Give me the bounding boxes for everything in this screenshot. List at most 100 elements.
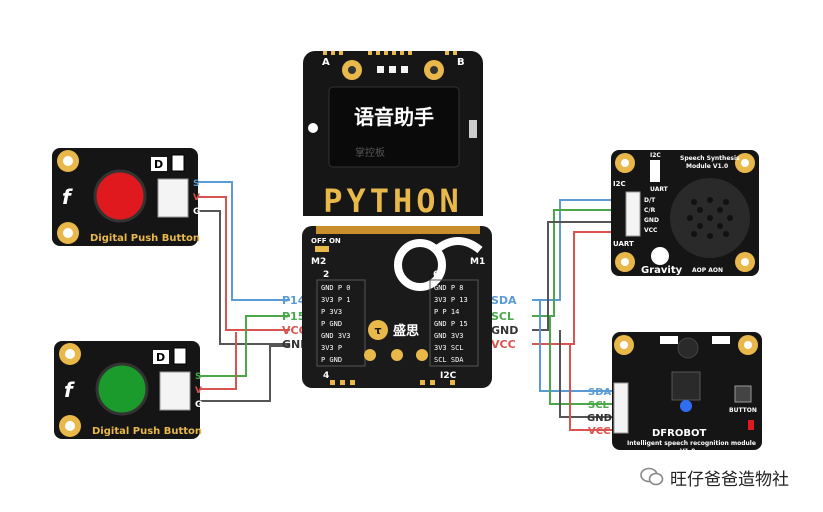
wire-top-signal bbox=[196, 181, 290, 301]
recognition-line-2: V1.0 bbox=[680, 448, 695, 455]
svg-text:P GND: P GND bbox=[321, 320, 342, 328]
recognition-chip bbox=[671, 371, 701, 401]
speaker-grille bbox=[687, 197, 733, 239]
svg-text:GND P 15: GND P 15 bbox=[434, 320, 468, 328]
svg-text:P P 14: P P 14 bbox=[434, 308, 459, 316]
push-button-top[interactable] bbox=[93, 169, 147, 223]
svg-text:GND 3V3: GND 3V3 bbox=[434, 332, 464, 340]
svg-text:P 3V3: P 3V3 bbox=[321, 308, 342, 316]
label-gnd-r: GND bbox=[491, 324, 518, 337]
svg-text:3V3 P 1: 3V3 P 1 bbox=[321, 296, 351, 304]
recognition-line-1: Intelligent speech recognition module bbox=[627, 440, 756, 447]
wechat-icon bbox=[640, 467, 664, 486]
recog-pin-scl: SCL bbox=[588, 400, 610, 411]
controller-board: A B 语音助手 掌控板 PYTHON bbox=[303, 51, 483, 220]
uart-tag: UART bbox=[613, 240, 634, 248]
wire-scl-2 bbox=[549, 316, 612, 405]
top-pin-row bbox=[323, 51, 457, 55]
uart-small: UART bbox=[650, 186, 669, 193]
speech-connector bbox=[625, 191, 641, 237]
button-a-label: A bbox=[322, 57, 330, 68]
speech-recognition-module: BUTTON DFROBOT Intelligent speech recogn… bbox=[587, 332, 762, 455]
recog-pin-sda: SDA bbox=[588, 387, 612, 398]
speech-pin-gnd: GND bbox=[644, 217, 659, 224]
svg-text:3V3 SCL: 3V3 SCL bbox=[434, 344, 464, 352]
expansion-board: OFF ON M2 M1 GND P 0 3V3 P 1 P 3V3 P GND… bbox=[302, 226, 492, 388]
button-text: BUTTON bbox=[729, 407, 757, 414]
wire-vcc bbox=[532, 231, 628, 345]
port-top-right: 6 bbox=[433, 270, 439, 280]
speech-title-1: Speech Synthesis bbox=[680, 155, 740, 162]
wire-top-gnd bbox=[196, 210, 290, 345]
left-wires bbox=[196, 181, 290, 402]
m1-label: M1 bbox=[470, 257, 485, 267]
mic-chip bbox=[469, 120, 477, 138]
pin-s-top: S bbox=[193, 179, 199, 189]
right-pin-labels: SDA SCL GND VCC bbox=[491, 294, 518, 351]
speech-pin-cr: C/R bbox=[644, 207, 656, 214]
pin-g-bottom: G bbox=[195, 400, 202, 410]
button-label-top: Digital Push Button bbox=[90, 233, 200, 244]
wire-top-vcc bbox=[196, 196, 290, 331]
label-vcc: VCC bbox=[282, 324, 307, 337]
wire-sda bbox=[532, 199, 628, 301]
oled-subtext: 掌控板 bbox=[355, 146, 385, 159]
svg-text:GND P 8: GND P 8 bbox=[434, 284, 464, 292]
dfrobot-brand: DFROBOT bbox=[652, 428, 706, 439]
label-sda: SDA bbox=[491, 294, 517, 307]
rgb-leds bbox=[377, 66, 408, 73]
port-bottom-right: I2C bbox=[440, 371, 457, 381]
wire-vcc-2 bbox=[569, 344, 612, 431]
off-on-label: OFF ON bbox=[311, 237, 341, 245]
f-logo-icon: f bbox=[62, 185, 73, 209]
wire-gnd-2 bbox=[559, 330, 612, 418]
m2-label: M2 bbox=[311, 257, 326, 267]
recog-pin-gnd: GND bbox=[587, 413, 612, 424]
microphone bbox=[677, 337, 699, 359]
label-scl: SCL bbox=[491, 310, 514, 323]
oled-text: 语音助手 bbox=[354, 105, 434, 129]
oled-screen bbox=[328, 86, 460, 168]
label-p14: P14 bbox=[282, 294, 306, 307]
watermark: 旺仔爸爸造物社 bbox=[640, 464, 810, 490]
power-switch[interactable] bbox=[315, 246, 329, 252]
svg-text:GND P 0: GND P 0 bbox=[321, 284, 351, 292]
left-pin-grid: GND P 0 3V3 P 1 P 3V3 P GND GND 3V3 3V3 … bbox=[316, 279, 366, 367]
right-pin-grid: GND P 8 3V3 P 13 P P 14 GND P 15 GND 3V3… bbox=[429, 279, 479, 367]
f-logo-icon-2: f bbox=[64, 378, 75, 402]
pin-v-bottom: V bbox=[195, 386, 202, 396]
button-tag-bottom: D bbox=[156, 351, 165, 364]
port-bottom-left: 4 bbox=[323, 371, 329, 381]
right-wires bbox=[532, 199, 628, 431]
speech-title-2: Module V1.0 bbox=[686, 163, 728, 170]
recognition-button[interactable] bbox=[734, 385, 752, 403]
i2c-small: I2C bbox=[650, 152, 661, 159]
pin-v-top: V bbox=[193, 193, 200, 203]
aop-aon: AOP AON bbox=[692, 267, 723, 274]
speech-synthesis-module: Speech Synthesis Module V1.0 I2C UART I2… bbox=[611, 150, 759, 276]
svg-text:τ: τ bbox=[374, 324, 381, 337]
recognition-connector bbox=[613, 382, 629, 434]
brand-logo-icon bbox=[368, 320, 388, 340]
push-button-module-top: f D S V G Digital Push Button bbox=[52, 148, 200, 246]
pin-g-top: G bbox=[193, 207, 200, 217]
svg-text:3V3 P 13: 3V3 P 13 bbox=[434, 296, 468, 304]
decor-swirl bbox=[394, 237, 483, 291]
svg-text:SCL SDA: SCL SDA bbox=[434, 356, 464, 364]
push-button-bottom[interactable] bbox=[95, 362, 149, 416]
connector-bottom bbox=[159, 371, 191, 411]
svg-text:GND 3V3: GND 3V3 bbox=[321, 332, 351, 340]
speech-pin-vcc: VCC bbox=[644, 227, 658, 234]
speech-pin-dt: D/T bbox=[644, 197, 656, 204]
wire-sda-2 bbox=[539, 300, 612, 392]
board-brand: PYTHON bbox=[323, 182, 463, 220]
port-top-left: 2 bbox=[323, 270, 329, 280]
recog-pin-vcc: VCC bbox=[588, 426, 610, 437]
button-b-label: B bbox=[457, 57, 465, 68]
status-led bbox=[680, 400, 692, 412]
button-label-bottom: Digital Push Button bbox=[92, 426, 202, 437]
i2c-tag: I2C bbox=[613, 180, 626, 188]
brand-logo-text: 盛思 bbox=[393, 323, 419, 339]
wire-scl bbox=[532, 209, 628, 317]
